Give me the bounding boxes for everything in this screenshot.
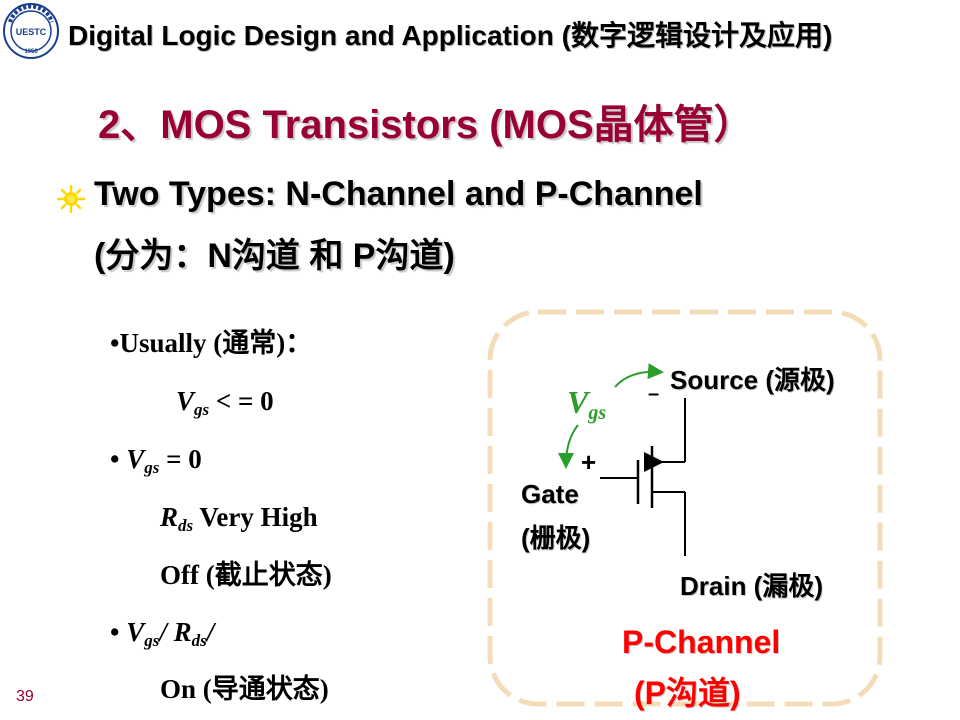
- page-number: 39: [16, 688, 34, 705]
- logo-text: UESTC: [16, 27, 47, 37]
- source-label: Source (源极): [670, 365, 835, 395]
- logo-year: 1956: [24, 49, 38, 55]
- diagram-frame: [487, 309, 883, 707]
- slash-symbol: /: [206, 617, 215, 647]
- ds-subscript: ds: [178, 516, 194, 535]
- vgs-label: Vgs: [567, 384, 607, 424]
- note-bullet: •: [110, 444, 127, 474]
- note-bullet: •: [110, 617, 127, 647]
- note-on-label: On: [160, 674, 197, 704]
- bullet-text-types: Two Types: N-Channel and P-Channel: [94, 175, 703, 213]
- vgs-arrow-up: [614, 363, 664, 388]
- note-usually: •Usually (通常)：: [110, 328, 312, 358]
- drain-label: Drain (漏极): [680, 571, 824, 601]
- note-rds-high-rest: Very High: [193, 502, 318, 532]
- note-on-state: On (导通状态): [160, 674, 329, 704]
- r-symbol: R: [173, 617, 192, 647]
- v-symbol: V: [126, 444, 145, 474]
- note-vgs-le-zero: Vgs < = 0: [176, 386, 274, 419]
- p-channel-label-cn: (P沟道): [634, 675, 741, 711]
- slash-symbol: /: [159, 617, 167, 647]
- slide-title: 2、MOS Transistors (MOS晶体管）: [98, 103, 754, 147]
- minus-sign: –: [648, 383, 660, 405]
- r-symbol: R: [160, 502, 179, 532]
- bullet-text-types-cn: (分为：N沟道 和 P沟道): [94, 237, 455, 275]
- note-off-state: Off (截止状态): [160, 560, 332, 590]
- vgs-v: V: [567, 384, 589, 420]
- gate-label-cn: (栅极): [521, 523, 591, 553]
- note-on-cn: (导通状态): [202, 674, 329, 704]
- gs-subscript: gs: [144, 631, 160, 650]
- gs-subscript: gs: [144, 458, 160, 477]
- note-vgs-rds-change: • Vgs/ Rds/: [110, 617, 215, 650]
- note-off-label: Off: [160, 560, 199, 590]
- note-rds-very-high: Rds Very High: [160, 502, 318, 535]
- vgs-arrow-down: [558, 424, 579, 469]
- gate-label: Gate: [521, 479, 579, 509]
- note-usually-label: •Usually: [110, 328, 207, 358]
- note-vgs-le-rest: < = 0: [209, 386, 274, 416]
- p-channel-label: P-Channel: [622, 624, 781, 660]
- note-vgs-eq-zero: • Vgs = 0: [110, 444, 202, 477]
- university-seal-icon: UESTC 1956: [3, 3, 59, 59]
- gs-subscript: gs: [194, 400, 210, 419]
- v-symbol: V: [126, 617, 145, 647]
- note-usually-cn: (通常)：: [213, 328, 313, 358]
- vgs-subscript: gs: [588, 402, 607, 424]
- note-off-cn: (截止状态): [205, 560, 332, 590]
- v-symbol: V: [176, 386, 195, 416]
- course-title: Digital Logic Design and Application (数字…: [68, 20, 833, 51]
- ds-subscript: ds: [191, 631, 207, 650]
- sunburst-bullet-icon: [56, 184, 86, 214]
- note-vgs-eq-rest: = 0: [159, 444, 202, 474]
- plus-sign: +: [581, 447, 597, 477]
